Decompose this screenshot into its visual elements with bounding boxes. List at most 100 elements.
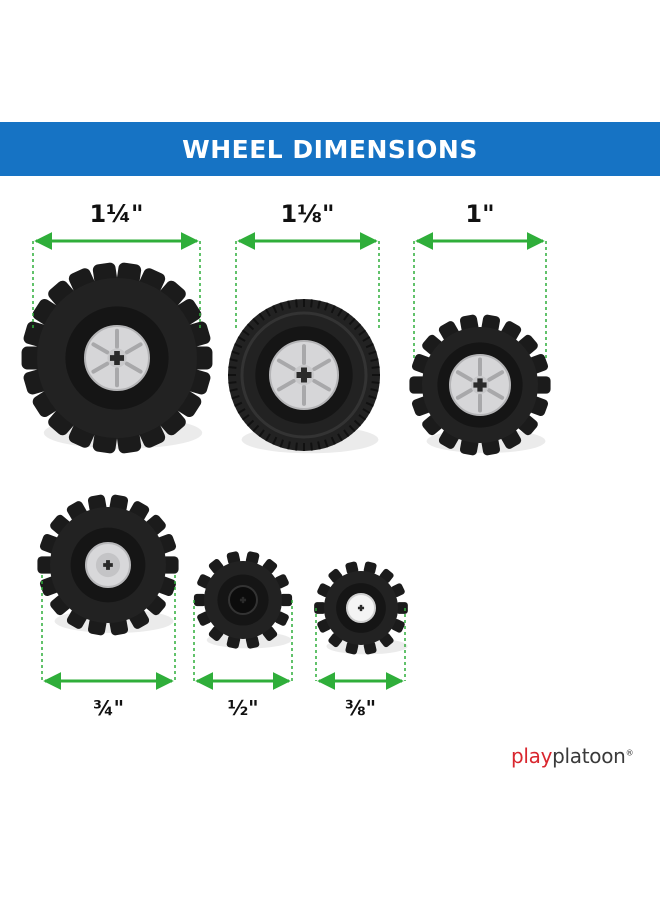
wheel-4-dimension-label: ¾"	[92, 696, 125, 720]
brand-logo-mark: ®	[625, 748, 634, 758]
tread-knob	[279, 593, 293, 607]
dimension-guide-6	[315, 608, 406, 690]
tread-knob	[226, 635, 241, 649]
tread-rib	[317, 300, 321, 309]
tread-knob	[193, 593, 207, 607]
tread-rib	[228, 366, 237, 369]
hub-spoke	[312, 378, 332, 392]
tread-rib	[368, 350, 377, 355]
tread-rib	[246, 419, 255, 427]
tread-rib	[287, 300, 291, 309]
brand-logo: playplatoon®	[511, 744, 634, 768]
tread-knob	[363, 641, 377, 655]
axle-hole	[109, 350, 125, 366]
tread-rib	[353, 419, 362, 427]
tread-rib	[279, 439, 284, 448]
tread-rib	[295, 299, 298, 308]
tread-rib	[229, 358, 238, 362]
tread-rib	[231, 395, 240, 400]
dimension-guide-4	[41, 575, 176, 690]
tread-rib	[265, 433, 271, 442]
tread-rib	[252, 317, 260, 326]
tread-rib	[295, 442, 298, 451]
tread-rib	[324, 302, 329, 311]
axle-hole	[103, 560, 113, 570]
axle-hole	[296, 367, 312, 383]
wheel-2	[228, 299, 380, 451]
tread-rib	[370, 388, 379, 392]
tread-rib	[337, 308, 343, 317]
tread-rib	[279, 302, 284, 311]
hub-spoke	[91, 342, 110, 355]
tread-knob	[245, 635, 260, 649]
wheel-3	[409, 314, 551, 456]
tread-rib	[228, 381, 237, 384]
wheel-6	[314, 561, 408, 655]
hub-spoke	[124, 342, 143, 355]
tread-knob	[314, 602, 326, 614]
wheel-3-dimension-label: 1"	[465, 200, 495, 228]
tread-rib	[287, 441, 291, 450]
tread-rib	[229, 388, 238, 392]
tread-rib	[370, 358, 379, 362]
hub-spoke	[91, 361, 110, 374]
brand-logo-part2: platoon	[552, 744, 626, 768]
tread-knob	[245, 551, 260, 565]
tread-knob	[345, 641, 359, 655]
tread-rib	[337, 433, 343, 442]
brand-logo-part1: play	[511, 744, 553, 768]
tread-rib	[343, 312, 350, 321]
wheel-4	[37, 494, 179, 636]
tread-rib	[371, 381, 380, 384]
tread-rib	[258, 312, 265, 321]
title-banner: WHEEL DIMENSIONS	[0, 122, 660, 176]
sidewall-ring	[240, 311, 368, 439]
tread-rib	[358, 414, 367, 421]
tread-rib	[234, 343, 243, 349]
dimension-guide-3	[413, 232, 547, 360]
tread-rib	[324, 439, 329, 448]
tread-rib	[368, 395, 377, 400]
tread-rib	[358, 329, 367, 336]
tread-rib	[330, 305, 336, 314]
tread-rib	[362, 408, 371, 414]
tread-rib	[348, 317, 356, 326]
tread-rib	[237, 408, 246, 414]
tread-rib	[272, 436, 278, 445]
banner-title: WHEEL DIMENSIONS	[182, 134, 478, 164]
hub-spoke	[124, 361, 143, 374]
tread-rib	[365, 343, 374, 349]
tread-rib	[241, 414, 250, 421]
tread-rib	[353, 323, 362, 331]
hub-spoke	[487, 370, 505, 382]
tread-rib	[246, 323, 255, 331]
wheel-2-dimension-label: 1⅛"	[280, 200, 335, 228]
axle-hole	[473, 378, 487, 392]
wheel-5-dimension-label: ½"	[227, 696, 259, 720]
tread-rib	[365, 401, 374, 407]
hub-spoke	[487, 388, 505, 400]
tread-rib	[362, 336, 371, 342]
hub-spoke	[276, 378, 296, 392]
tread-knob	[363, 561, 377, 575]
tread-rib	[371, 366, 380, 369]
tread-rib	[343, 429, 350, 438]
hub-spoke	[312, 358, 332, 372]
dimension-guide-1	[32, 232, 201, 330]
tread-rib	[231, 350, 240, 355]
tread-rib	[317, 441, 321, 450]
tread-rib	[310, 299, 313, 308]
wheel-6-dimension-label: ⅜"	[344, 696, 377, 720]
axle-hole	[239, 596, 247, 604]
tread-rib	[272, 305, 278, 314]
hub-spoke	[276, 358, 296, 372]
dimension-guide-2	[235, 232, 380, 330]
dimension-guide-5	[193, 600, 293, 690]
tread-rib	[310, 442, 313, 451]
tread-rib	[348, 424, 356, 433]
tread-rib	[265, 308, 271, 317]
tread-rib	[258, 429, 265, 438]
tread-rib	[237, 336, 246, 342]
tread-rib	[252, 424, 260, 433]
tread-knob	[226, 551, 241, 565]
